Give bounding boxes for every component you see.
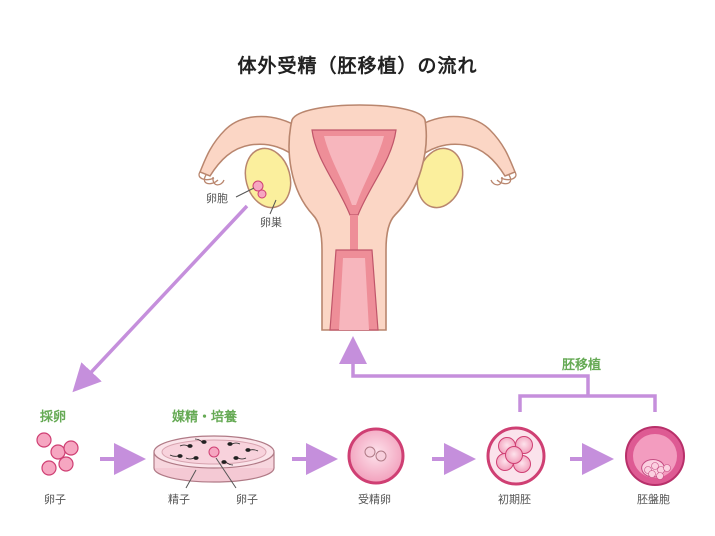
label-embryo-transfer: 胚移植 xyxy=(562,358,602,373)
retrieved-eggs xyxy=(36,432,79,476)
arrow-ovary-to-retrieval xyxy=(72,204,249,393)
label-early-embryo: 初期胚 xyxy=(498,493,531,506)
petri-dish xyxy=(153,435,275,483)
fimbriae-right xyxy=(490,171,517,186)
cervical-canal xyxy=(350,215,358,250)
follicle-leader xyxy=(235,187,255,198)
blastocyst xyxy=(625,426,685,486)
diagram-title: 体外受精（胚移植）の流れ xyxy=(237,55,478,77)
ovary-left xyxy=(244,147,292,209)
sperm-group xyxy=(169,438,259,466)
sperm-leader xyxy=(185,469,197,489)
label-blastocyst: 胚盤胞 xyxy=(637,493,670,506)
label-dish-egg: 卵子 xyxy=(236,493,258,506)
vagina-inner xyxy=(339,258,369,330)
fimbriae-left xyxy=(198,171,225,186)
label-egg: 卵子 xyxy=(44,493,66,506)
dish-egg xyxy=(208,446,220,458)
label-fertilized-egg: 受精卵 xyxy=(358,493,391,506)
follicle xyxy=(252,180,264,192)
label-sperm: 精子 xyxy=(168,493,190,506)
label-insemination: 媒精・培養 xyxy=(172,410,238,425)
dish-egg-leader xyxy=(215,457,237,489)
uterine-lining xyxy=(324,136,384,205)
transfer-arrow xyxy=(339,336,590,396)
fertilized-egg xyxy=(347,427,405,485)
label-follicle: 卵胞 xyxy=(206,192,228,205)
label-ovary: 卵巣 xyxy=(260,216,282,229)
transfer-bracket xyxy=(518,394,657,412)
uterus-illustration xyxy=(198,104,517,331)
early-embryo xyxy=(486,426,546,486)
follicle-2 xyxy=(257,189,267,199)
ovary-leader xyxy=(269,199,277,215)
label-egg-retrieval: 採卵 xyxy=(40,410,67,425)
